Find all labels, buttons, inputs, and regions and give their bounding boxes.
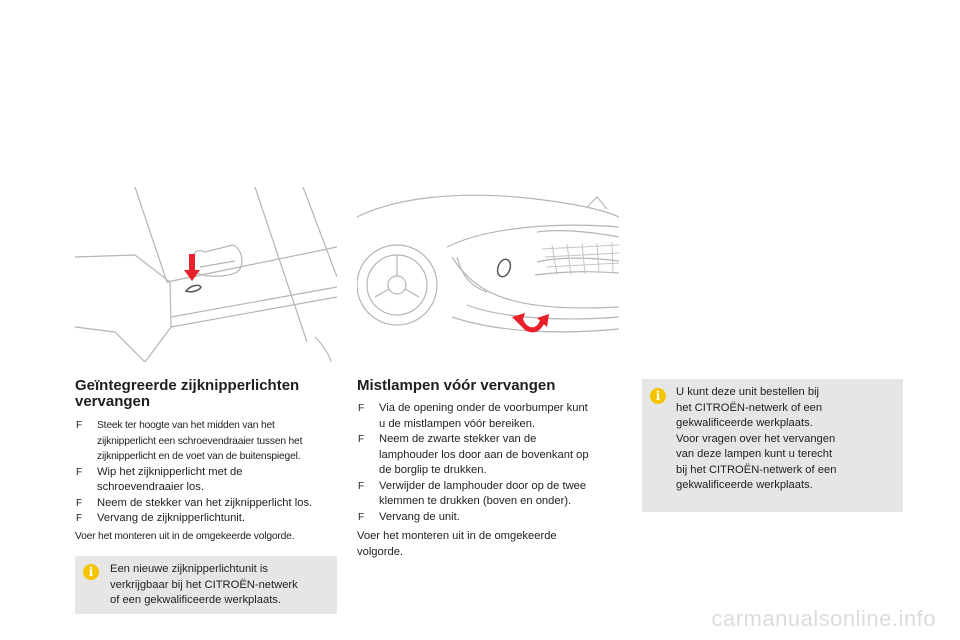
side-indicator-title: Geïntegreerde zijknipperlichten vervange… [75,378,299,410]
list-item: F Via de opening onder de voorbumper kun… [357,401,625,432]
info-icon: i [83,564,99,580]
side-indicator-closing: Voer het monteren uit in de omgekeerde v… [75,531,295,542]
bullet-marker: F [358,434,365,445]
step-line: schroevendraaier los. [97,481,204,493]
bullet-marker: F [76,513,83,524]
info-line: Een nieuwe zijknipperlichtunit is [110,563,268,575]
info-text: Een nieuwe zijknipperlichtunit is verkri… [110,562,298,609]
list-item: F Neem de stekker van het zijknipperlich… [75,496,343,512]
bullet-marker: F [76,420,82,431]
info-line: bij het CITROËN-netwerk of een [676,463,837,476]
list-item: F Vervang de zijknipperlichtunit. [75,511,343,527]
rotate-arrow-icon [512,313,549,333]
list-item: F Wip het zijknipperlicht met de schroev… [75,465,343,496]
bullet-marker: F [76,466,83,478]
list-item: F Verwijder de lamphouder door op de twe… [357,479,625,510]
info-line: U kunt deze unit bestellen bij [676,386,820,398]
step-line: Wip het zijknipperlicht met de [97,465,243,478]
bullet-marker: F [358,403,365,414]
info-icon: i [650,388,666,404]
side-indicator-info-box: i Een nieuwe zijknipperlichtunit is verk… [75,556,337,614]
step-line: Neem de zwarte stekker van de [379,433,537,445]
step-line: zijknipperlicht een schroevendraaier tus… [97,435,303,447]
step-line: Vervang de unit. [379,510,460,523]
step-line: Steek ter hoogte van het midden van het [97,420,275,431]
step-line: u de mistlampen vóór bereiken. [379,417,536,430]
step-line: Verwijder de lamphouder door op de twee [379,479,587,492]
bullet-marker: F [358,511,365,523]
step-line: klemmen te drukken (boven en onder). [379,495,572,507]
step-line: Vervang de zijknipperlichtunit. [97,512,246,524]
info-line: gekwalificeerde werkplaats. [676,417,813,429]
side-indicator-steps: F Steek ter hoogte van het midden van he… [75,418,343,527]
info-line: van deze lampen kunt u terecht [676,448,833,460]
step-line: Neem de stekker van het zijknipperlicht … [97,496,313,509]
info-line: of een gekwalificeerde werkplaats. [110,594,282,606]
fog-lamp-closing: Voer het monteren uit in de omgekeerde v… [357,529,557,560]
step-line: zijknipperlicht en de voet van de buiten… [97,451,301,462]
closing-line: volgorde. [357,545,404,558]
ordering-info-box: i U kunt deze unit bestellen bij het CIT… [642,379,903,512]
side-indicator-title-line1: Geïntegreerde zijknipperlichten [75,377,300,394]
list-item: F Neem de zwarte stekker van de lamphoud… [357,432,625,479]
side-indicator-illustration [75,187,337,362]
side-indicator-title-line2: vervangen [75,393,151,410]
step-line: Via de opening onder de voorbumper kunt [379,402,588,414]
info-line: Voor vragen over het vervangen [676,432,836,445]
info-line: gekwalificeerde werkplaats. [676,479,813,491]
down-arrow-icon [184,254,200,281]
fog-lamp-steps: F Via de opening onder de voorbumper kun… [357,401,625,525]
bullet-marker: F [358,480,365,492]
info-line: verkrijgbaar bij het CITROËN-netwerk [110,578,298,591]
watermark: carmanualsonline.info [711,606,936,631]
list-item: F Steek ter hoogte van het midden van he… [75,418,343,465]
closing-line: Voer het monteren uit in de omgekeerde [357,530,557,542]
step-line: de borglip te drukken. [379,464,487,476]
fog-lamp-illustration [357,187,619,362]
info-line: het CITROËN-netwerk of een [676,401,823,414]
fog-lamp-title: Mistlampen vóór vervangen [357,377,556,394]
step-line: lamphouder los door aan de bovenkant op [379,448,589,461]
bullet-marker: F [76,497,83,509]
info-text: U kunt deze unit bestellen bij het CITRO… [676,385,836,494]
list-item: F Vervang de unit. [357,510,625,526]
